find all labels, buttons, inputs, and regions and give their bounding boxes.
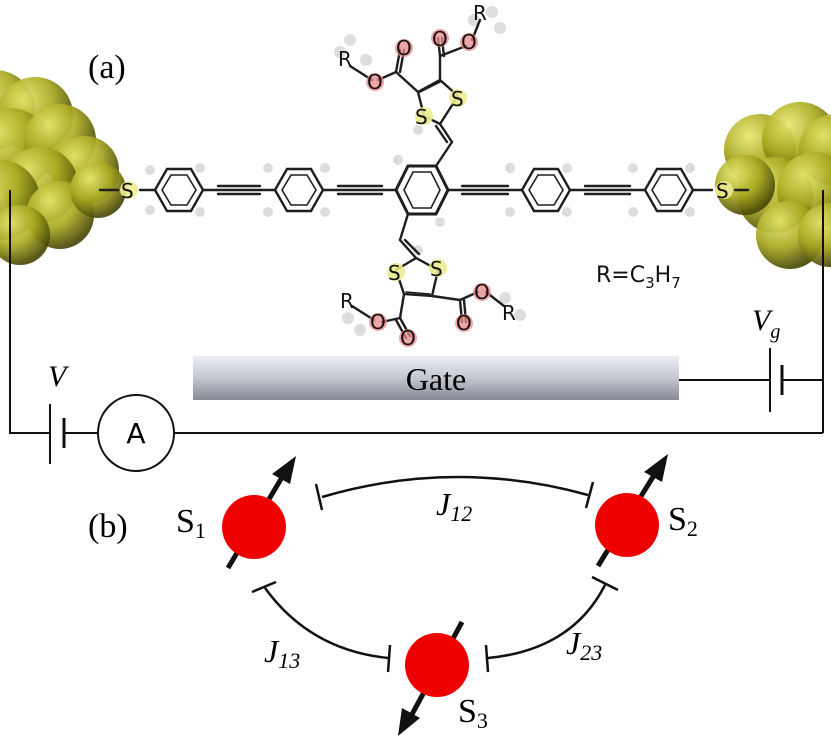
oxygen-label-2: O [367, 70, 383, 94]
right-electrode [715, 102, 831, 269]
j13-label: J13 [264, 633, 300, 673]
left-electrode [0, 70, 126, 265]
r-group-label-1: R [338, 47, 352, 71]
gate-label: Gate [406, 361, 466, 397]
ammeter: A [97, 394, 175, 472]
sulfur-label-lower-2: S [430, 257, 443, 281]
spin-s1 [222, 456, 296, 570]
ammeter-label: A [126, 417, 145, 450]
spin-s3 [398, 620, 469, 736]
j12-label: J12 [436, 486, 472, 526]
oxygen-label-3: O [432, 27, 448, 51]
sulfur-label-left: S [121, 179, 134, 203]
sulfur-label-right: S [716, 179, 729, 203]
r-group-label-4: R [502, 301, 516, 325]
r-group-definition: R=C3H7 [596, 263, 681, 292]
hydrogen-atoms [145, 6, 695, 336]
oxygen-label-1: O [396, 36, 412, 60]
gate-electrode [193, 356, 679, 400]
panel-a-label: (a) [88, 49, 126, 86]
sulfur-glows [120, 89, 733, 281]
oxygen-label-4: O [461, 30, 477, 54]
oxygen-label-6: O [370, 310, 386, 334]
spin-s2 [595, 454, 668, 568]
spin-s3-label: S3 [458, 693, 488, 733]
panel-b-label: (b) [88, 508, 128, 545]
bias-voltage-label: V [48, 360, 70, 393]
oxygen-label-8: O [474, 280, 490, 304]
oxygen-label-5: O [400, 326, 416, 350]
oxygen-label-7: O [456, 311, 472, 335]
oxygen-glows [366, 29, 491, 347]
sulfur-label-upper-2: S [451, 87, 464, 111]
coupling-arcs [251, 475, 619, 673]
gate-battery [769, 348, 784, 412]
bias-battery [49, 404, 66, 464]
spin-s1-label: S1 [176, 503, 206, 543]
atom-labels: S S S S S S O O O O O O O O R R R R [121, 1, 729, 350]
spin-s2-label: S2 [668, 501, 698, 541]
circuit-wires [9, 190, 824, 434]
r-group-label-2: R [473, 1, 487, 25]
gate-voltage-label: Vg [752, 304, 780, 343]
r-group-label-3: R [340, 289, 354, 313]
j23-label: J23 [566, 625, 602, 665]
sulfur-label-upper-1: S [415, 105, 428, 129]
sulfur-label-lower-1: S [388, 261, 401, 285]
